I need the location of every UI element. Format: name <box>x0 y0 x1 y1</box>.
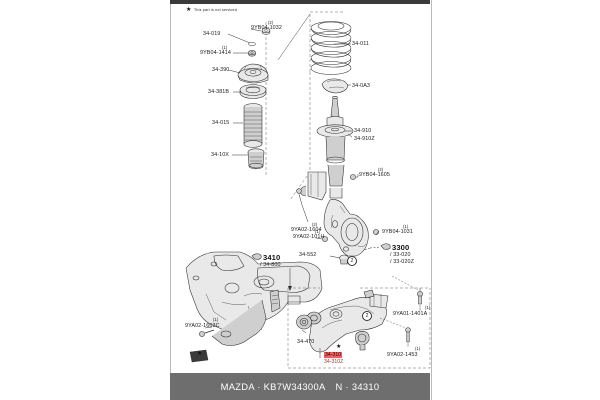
footer-code: N · 34310 <box>335 381 380 392</box>
part-label-q_9ya021604: (2) <box>312 222 318 227</box>
part-label-l_34015: 34-015 <box>212 120 230 126</box>
part-label-q_9yb041032: (2) <box>268 20 274 25</box>
part-label-l_33020z: / 33-020Z <box>390 259 414 265</box>
top-edge-bar <box>170 0 430 4</box>
part-label-q_9yb041605: (2) <box>378 167 384 172</box>
callout-number-marker: 2 <box>362 311 372 321</box>
star-marker-icon: ★ <box>336 344 342 350</box>
part-label-l_34470: 34-470 <box>297 339 315 345</box>
part-label-q_9ya021603c: (1) <box>213 317 219 322</box>
part-label-l_9yb041414: 9YB04-1414 <box>200 50 231 56</box>
part-label-l_34390: 34-390 <box>212 67 230 73</box>
part-label-l_9ya021603c: 9YA02-1603C <box>185 323 220 329</box>
footer-brand: MAZDA · KB7W34300A <box>220 381 326 392</box>
part-label-l_34910z: 34-910Z <box>354 136 375 142</box>
part-label-l_9ya011401a: 9YA01-1401A <box>393 311 428 317</box>
part-label-l_3300: 3300 <box>392 243 410 252</box>
part-label-l_34011: 34-011 <box>352 41 369 47</box>
part-label-l_340a3: 34-0A3 <box>352 83 370 89</box>
part-label-q_9ya011401a: (1) <box>425 305 431 310</box>
part-label-l_9ya02101h: 9YA02-101H <box>293 234 325 240</box>
part-label-q_9yb041414: (1) <box>222 45 228 50</box>
highlighted-part-number[interactable]: 34-310 <box>324 352 343 358</box>
star-marker-icon: ★ <box>197 351 203 357</box>
part-label-l_3410: 3410 <box>263 253 281 262</box>
part-label-l_34381b: 34-381B <box>208 89 230 95</box>
diagram-sheet <box>170 0 432 400</box>
callout-number-marker: 2 <box>347 256 357 266</box>
part-label-l_9ya021453: 9YA02-1453 <box>387 352 418 358</box>
highlighted-part-number-alt: 34-310Z <box>324 359 344 365</box>
part-label-q_9yb041031: (1) <box>403 224 409 229</box>
star-icon: ★ <box>186 7 192 13</box>
part-label-l_34552: 34-552 <box>299 252 317 258</box>
part-label-l_9yb041605: 9YB04-1605 <box>359 172 390 178</box>
service-note-text: This part is not serviced <box>194 8 237 12</box>
part-label-q_9ya02101h: (1) <box>315 229 321 234</box>
part-label-l_34019: 34-019 <box>203 31 221 37</box>
part-label-l_3410x: 34-10X <box>211 152 229 158</box>
part-label-q_9ya021453: (1) <box>415 346 421 351</box>
part-label-l_9ya021604: 9YA02-1604 <box>291 227 322 233</box>
part-label-l_34800: / 34-800 <box>260 262 281 268</box>
part-label-l_34910: 34-910 <box>354 128 372 134</box>
part-label-l_33020: / 33-020 <box>390 252 411 258</box>
part-label-l_9yb041031: 9YB04-1031 <box>382 229 413 235</box>
footer-bar: MAZDA · KB7W34300A N · 34310 <box>170 373 430 400</box>
part-label-l_9yb041032: 9YB04-1032 <box>251 25 282 31</box>
